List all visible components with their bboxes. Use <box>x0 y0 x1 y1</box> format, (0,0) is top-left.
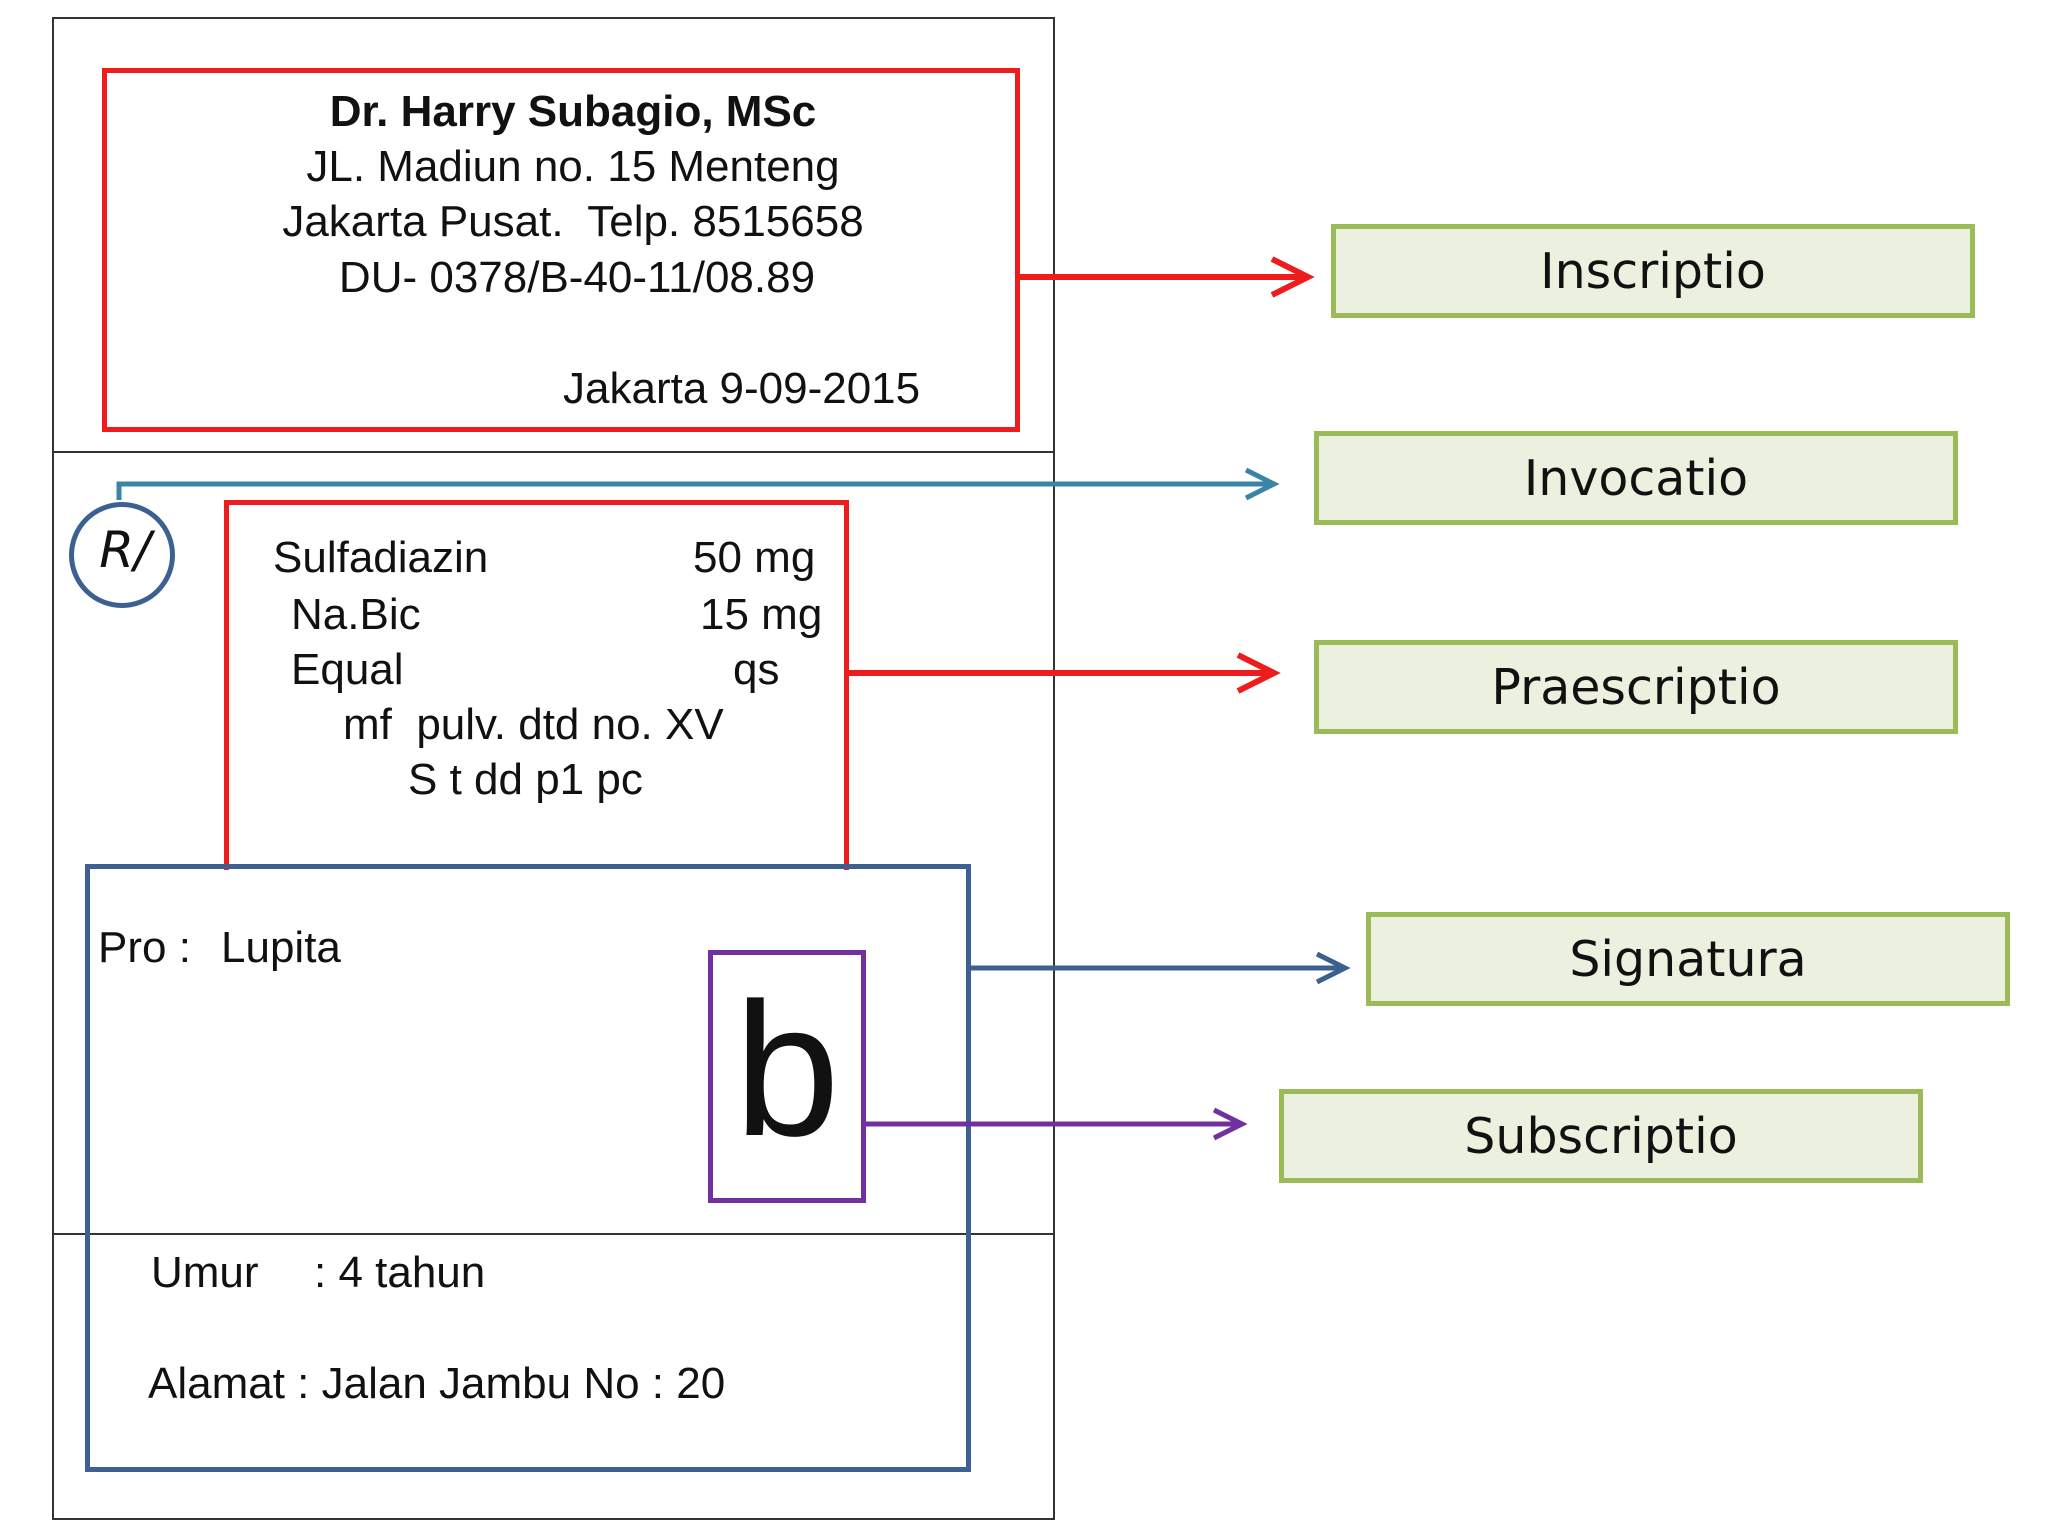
label-praescriptio: Praescriptio <box>1314 640 1958 734</box>
patient-age-label: Umur <box>151 1248 259 1297</box>
sheet-divider-bottom <box>52 1233 1055 1235</box>
drug-name-2: Na.Bic <box>291 590 421 639</box>
patient-pro-label: Pro : <box>98 923 191 972</box>
arrow-inscriptio <box>1020 256 1315 298</box>
label-invocatio: Invocatio <box>1314 431 1958 525</box>
arrow-praescriptio <box>849 652 1281 694</box>
drug-name-1: Sulfadiazin <box>273 533 489 582</box>
rx-symbol: R/ <box>99 521 151 579</box>
compounding-instruction: mf pulv. dtd no. XV <box>343 700 724 749</box>
drug-dose-3: qs <box>733 645 780 694</box>
patient-address: Alamat : Jalan Jambu No : 20 <box>148 1359 726 1408</box>
praescriptio-section <box>224 500 849 870</box>
arrow-subscriptio <box>866 1107 1248 1141</box>
drug-dose-1: 50 mg <box>693 533 816 582</box>
doctor-address: JL. Madiun no. 15 Menteng <box>306 142 840 191</box>
label-inscriptio: Inscriptio <box>1331 224 1975 318</box>
patient-age-value: : 4 tahun <box>314 1248 486 1297</box>
signature-mark: b <box>734 964 840 1176</box>
subscriptio-section <box>708 950 866 1203</box>
inscriptio-section <box>102 68 1020 432</box>
drug-dose-2: 15 mg <box>700 590 823 639</box>
label-signatura: Signatura <box>1366 912 2010 1006</box>
arrow-invocatio <box>116 467 1280 501</box>
doctor-name: Dr. Harry Subagio, MSc <box>329 87 817 136</box>
signatura-section <box>85 864 971 1472</box>
invocatio-circle <box>69 502 175 608</box>
drug-name-3: Equal <box>291 645 404 694</box>
label-subscriptio: Subscriptio <box>1279 1089 1923 1183</box>
doctor-city-phone: Jakarta Pusat. Telp. 8515658 <box>282 197 864 246</box>
prescription-sheet <box>52 17 1055 1520</box>
arrow-signatura <box>971 951 1351 985</box>
place-date: Jakarta 9-09-2015 <box>563 364 921 413</box>
patient-name: Lupita <box>221 923 341 972</box>
doctor-license: DU- 0378/B-40-11/08.89 <box>338 253 816 302</box>
usage-instruction: S t dd p1 pc <box>408 755 643 804</box>
sheet-divider-top <box>52 451 1055 453</box>
